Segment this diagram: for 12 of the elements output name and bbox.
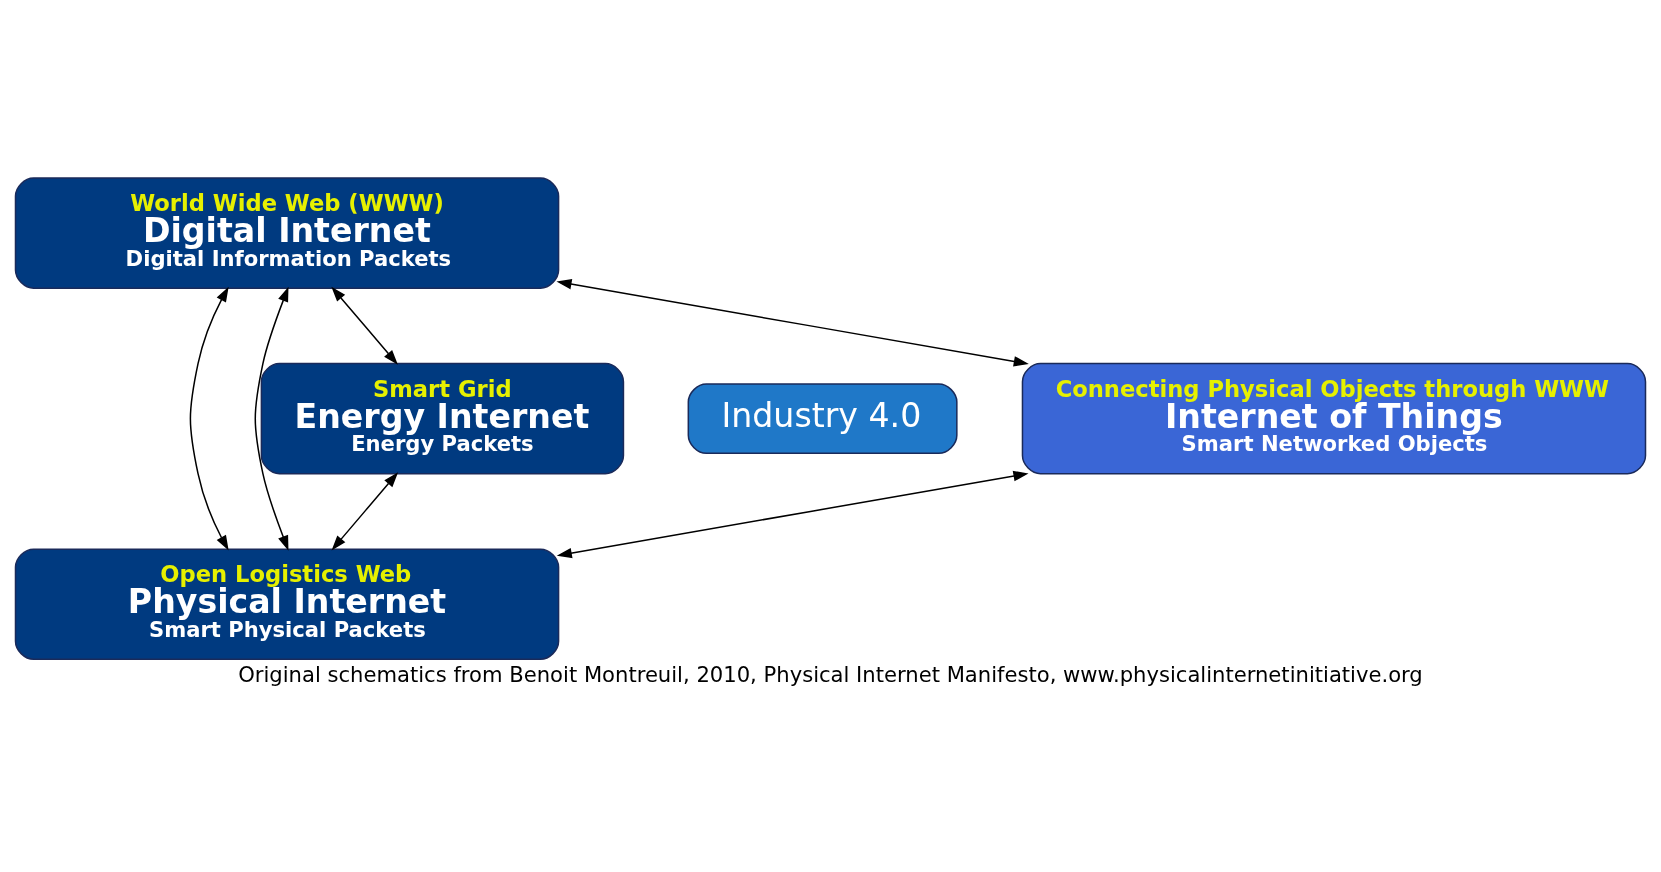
arrow [189,286,229,551]
arrow [331,286,398,365]
node-box: World Wide Web (WWW) Digital Internet Digital Information Packets [14,177,560,289]
node-box: Open Logistics Web Physical Internet Smart Physical Packets [14,548,560,661]
arrow [331,472,399,551]
node-box: Connecting Physical Objects through WWW Internet of Things Smart Networked Objects [1021,362,1647,475]
node-box: Smart Grid Energy Internet Energy Packets [260,362,625,475]
node-box: Industry 4.0 [687,383,958,455]
arrow [254,286,289,551]
caption: Original schematics from Benoit Montreuil, 2010, Physical Internet Manifesto, www.physicalinternetinitiative.org [238,662,1423,688]
arrow [556,470,1029,559]
arrow [556,278,1029,367]
